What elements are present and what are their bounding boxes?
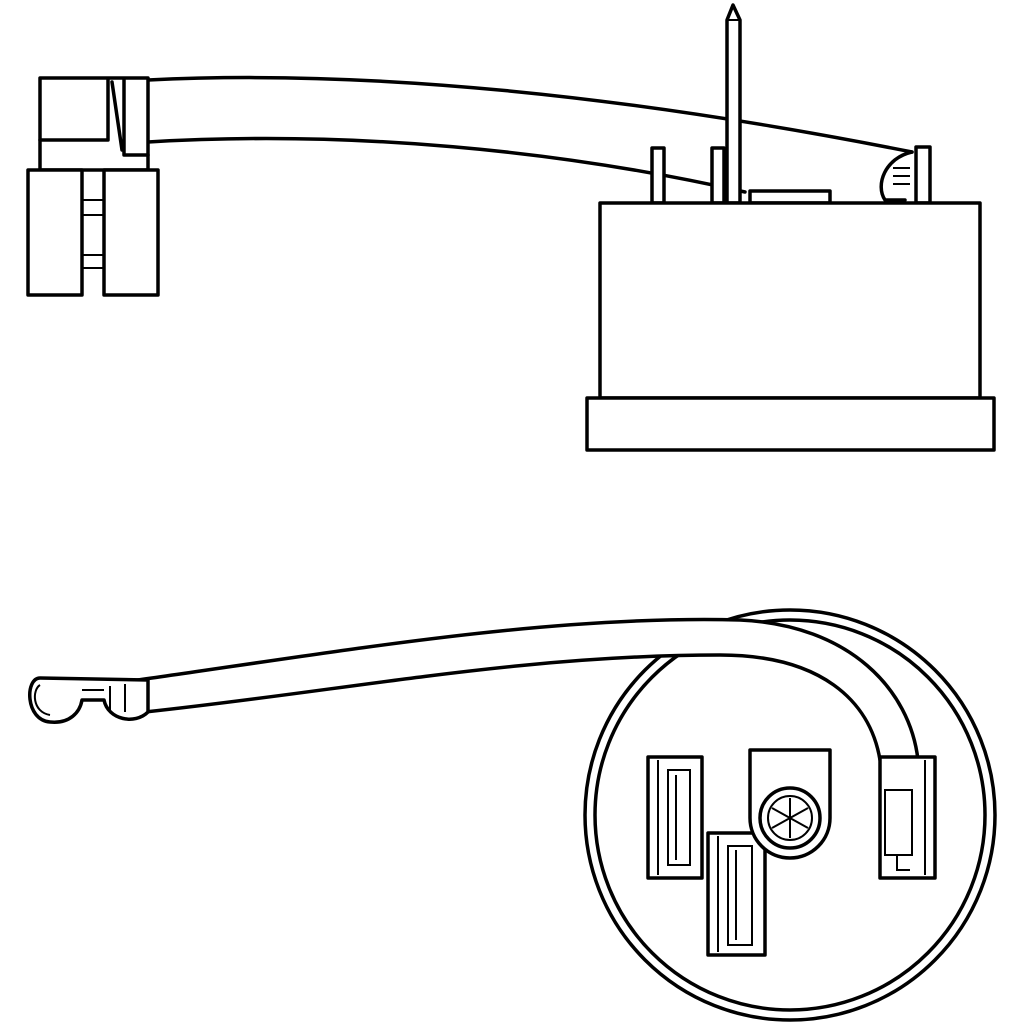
ground-tab-with-screw <box>748 748 832 860</box>
spade-terminal-bottom <box>706 831 767 957</box>
side-view <box>26 3 996 452</box>
wire-harness <box>146 75 914 194</box>
terminal-pin <box>650 146 666 205</box>
spade-terminal-right <box>878 755 937 880</box>
terminal-plate <box>748 189 832 205</box>
probe-pin <box>725 3 742 205</box>
bottom-view <box>28 608 997 1022</box>
wire-terminal <box>879 145 932 205</box>
circular-housing-inner <box>593 618 987 1012</box>
connector-clip <box>28 676 150 724</box>
connector-plug <box>26 76 160 297</box>
spade-terminal-left <box>646 755 704 880</box>
thermostat-body <box>598 201 982 400</box>
mounting-flange <box>585 396 996 452</box>
terminal-pin <box>710 146 726 205</box>
